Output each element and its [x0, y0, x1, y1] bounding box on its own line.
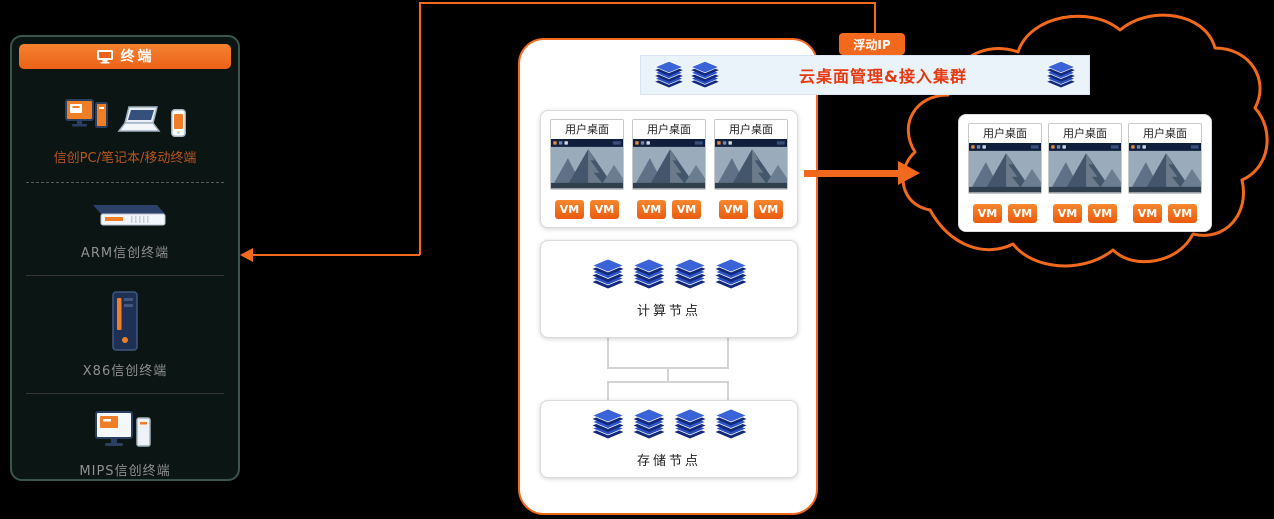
user-desktop-label: 用户桌面 [1143, 127, 1187, 140]
vm-badge: VM [637, 200, 666, 219]
desktop-screenshot-thumbnail [633, 139, 705, 189]
monitor-icon [96, 49, 113, 64]
user-desktop-card: 用户桌面 [968, 123, 1042, 194]
arrow-to-cloud-head [898, 161, 920, 185]
vm-badge: VM [672, 200, 701, 219]
mips-device-icon [95, 411, 151, 447]
server-stack-icon [591, 259, 624, 289]
mips-device-icons [94, 408, 156, 456]
user-desktop-card: 用户桌面 [550, 119, 624, 190]
server-stack-icon [673, 409, 706, 439]
vm-badge: VM [555, 200, 584, 219]
storage-node-box: 存储节点 [540, 400, 798, 478]
connector-left-vertical [419, 2, 421, 255]
desktop-column: 用户桌面 VM VM [1128, 123, 1202, 223]
desktop-column: 用户桌面 VM VM [968, 123, 1042, 223]
compute-stack-icons [590, 259, 749, 291]
server-stack-icon [1046, 60, 1076, 88]
vm-badge: VM [719, 200, 748, 219]
terminal-header-label: 终端 [120, 49, 155, 66]
server-stack-icon [654, 60, 684, 88]
laptop-icon [117, 105, 160, 132]
terminal-group-arm-label: ARM信创终端 [80, 246, 170, 262]
connector-top-horizontal [419, 2, 876, 4]
desktop-column: 用户桌面 VM VM [632, 119, 706, 219]
banner-title: 云桌面管理&接入集群 [799, 67, 967, 86]
management-banner: 云桌面管理&接入集群 [640, 55, 1090, 95]
arm-device-icons [83, 201, 167, 231]
arrowhead-to-terminal [240, 248, 253, 262]
vm-badge: VM [1053, 204, 1082, 223]
desktop-screenshot-thumbnail [969, 143, 1041, 193]
user-desktop-label: 用户桌面 [1063, 127, 1107, 140]
desktop-screenshot-thumbnail [715, 139, 787, 189]
user-desktop-label: 用户桌面 [647, 123, 691, 136]
connector-floating-ip-vertical [874, 2, 876, 33]
desktop-column: 用户桌面 VM VM [550, 119, 624, 219]
user-desktops-box: 用户桌面 VM VM 用户桌面 VM VM [540, 110, 798, 228]
vm-badge: VM [973, 204, 1002, 223]
floating-ip-badge: 浮动IP [839, 33, 905, 55]
vm-badge: VM [1088, 204, 1117, 223]
compute-node-box: 计算节点 [540, 240, 798, 338]
compute-storage-link [607, 381, 609, 400]
desktop-column: 用户桌面 VM VM [1048, 123, 1122, 223]
server-stack-icon [632, 259, 665, 289]
desktop-screenshot-thumbnail [1049, 143, 1121, 193]
vm-badge: VM [754, 200, 783, 219]
compute-storage-link [607, 381, 729, 383]
desktop-screenshot-thumbnail [551, 139, 623, 189]
terminal-group-pc-label: 信创PC/笔记本/移动终端 [53, 150, 197, 166]
x86-tower-icon [112, 291, 138, 351]
pc-device-icons [64, 85, 186, 137]
vm-badge: VM [590, 200, 619, 219]
user-desktop-label: 用户桌面 [983, 127, 1027, 140]
storage-stack-icons [590, 409, 749, 441]
vm-badge: VM [1133, 204, 1162, 223]
user-desktop-card: 用户桌面 [714, 119, 788, 190]
compute-storage-link [727, 338, 729, 368]
server-stack-icon [714, 409, 747, 439]
separator-solid [26, 275, 224, 277]
desktop-pc-icon [64, 98, 108, 128]
user-desktop-label: 用户桌面 [729, 123, 773, 136]
terminal-group-mips-label: MIPS信创终端 [79, 464, 171, 480]
terminal-header: 终端 [19, 44, 231, 69]
vm-badge: VM [1168, 204, 1197, 223]
user-desktop-card: 用户桌面 [1128, 123, 1202, 194]
server-stack-icon [690, 60, 720, 88]
user-desktop-label: 用户桌面 [565, 123, 609, 136]
terminal-panel: 终端 信创PC/笔记本/移动终端 [10, 35, 240, 481]
server-stack-icon [632, 409, 665, 439]
desktop-screenshot-thumbnail [1129, 143, 1201, 193]
desktop-column: 用户桌面 VM VM [714, 119, 788, 219]
arm-device-icon [93, 205, 166, 226]
connector-to-terminal-horizontal [252, 254, 420, 256]
cloud-user-desktops-box: 用户桌面 VM VM 用户桌面 VM VM [958, 114, 1212, 232]
phone-icon [170, 108, 186, 137]
storage-node-label: 存储节点 [636, 454, 701, 469]
terminal-group-x86-label: X86信创终端 [82, 364, 168, 380]
compute-storage-link [607, 338, 609, 368]
server-stack-icon [591, 409, 624, 439]
user-desktop-card: 用户桌面 [1048, 123, 1122, 194]
compute-storage-link [727, 381, 729, 400]
compute-storage-link [667, 367, 669, 382]
vm-badge: VM [1008, 204, 1037, 223]
compute-node-label: 计算节点 [636, 304, 701, 319]
server-stack-icon [714, 259, 747, 289]
separator-solid [26, 393, 224, 395]
x86-device-icons [110, 290, 140, 352]
arrow-to-cloud-shaft [804, 170, 900, 177]
user-desktop-card: 用户桌面 [632, 119, 706, 190]
server-stack-icon [673, 259, 706, 289]
separator-dashed [26, 181, 224, 183]
